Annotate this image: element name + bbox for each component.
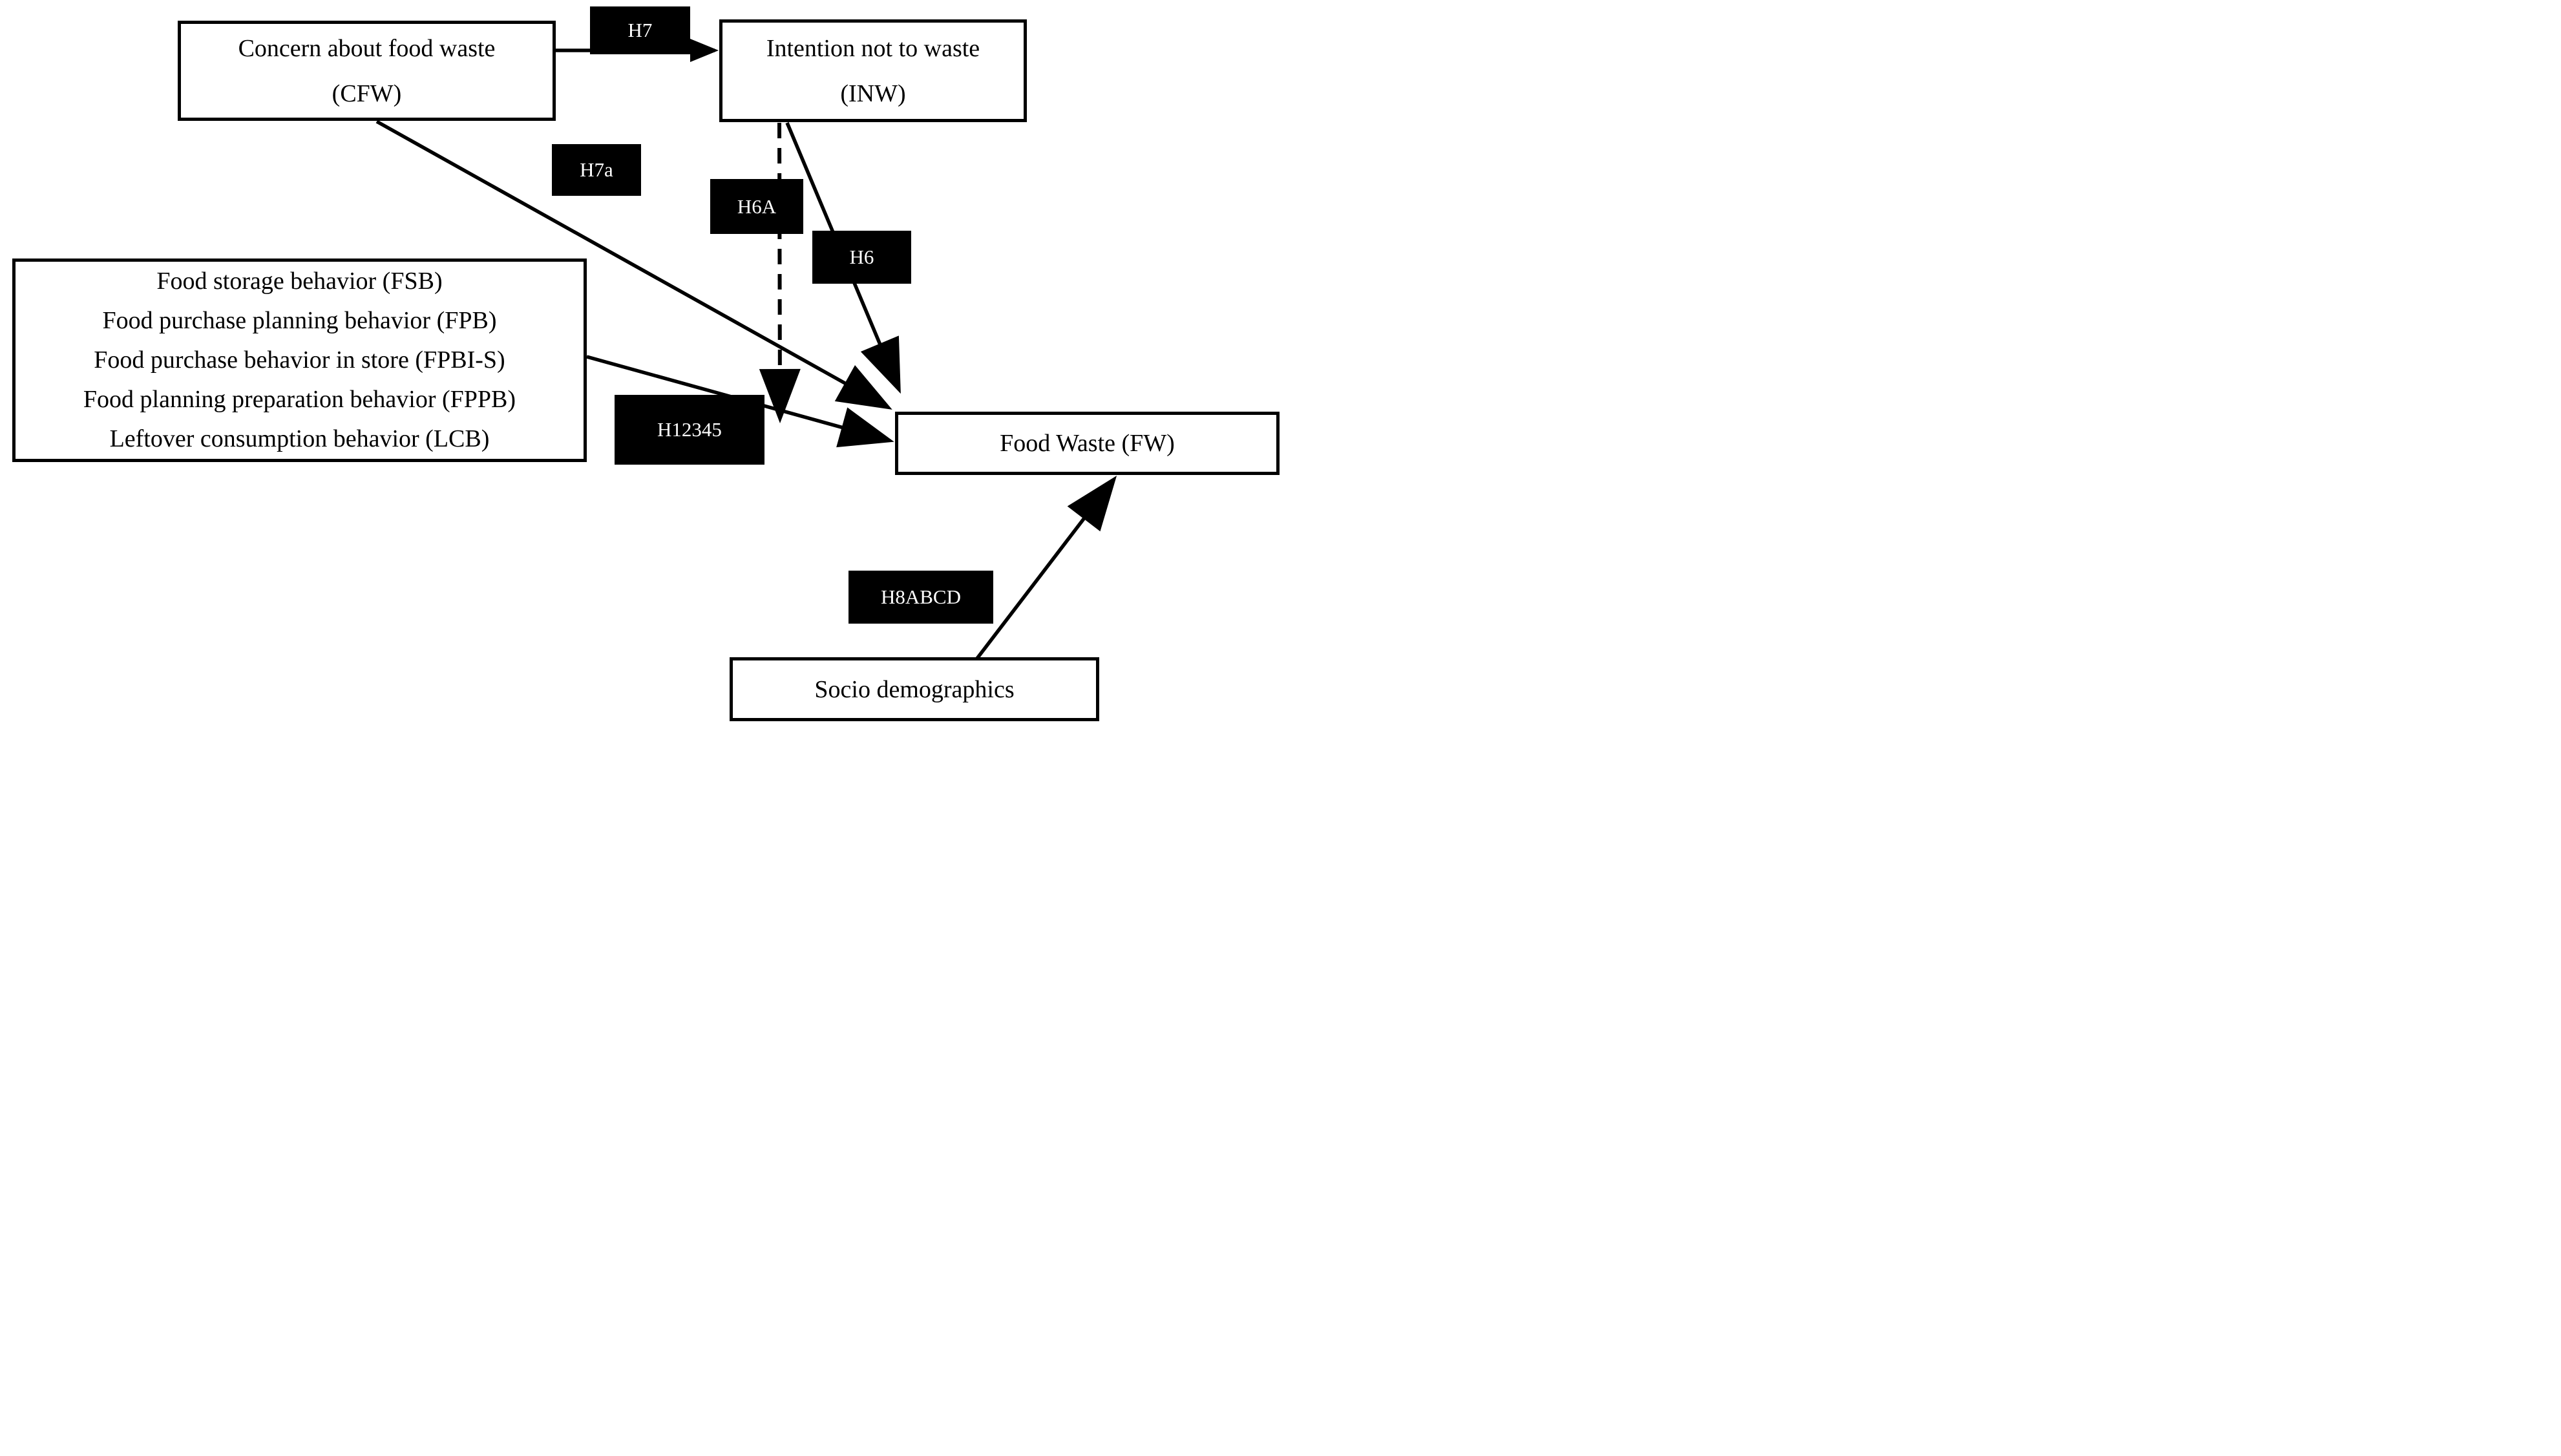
hypothesis-label-h12345: H12345 [615,395,764,465]
node-inw-title: Intention not to waste [766,34,980,62]
hypothesis-label-h7a: H7a [552,144,641,196]
arrow-h7a [375,120,892,410]
node-fw-title: Food Waste (FW) [1000,430,1175,457]
node-concern-about-food-waste: Concern about food waste (CFW) [178,21,556,121]
diagram-canvas: Concern about food waste (CFW) Intention… [0,0,1281,728]
hypothesis-label-h6: H6 [812,231,911,284]
behavior-line-fsb: Food storage behavior (FSB) [156,268,443,295]
behavior-line-fpbis: Food purchase behavior in store (FPBI-S) [94,346,505,374]
hypothesis-label-h7: H7 [590,6,690,54]
arrow-h8abcd [973,476,1117,663]
node-cfw-abbrev: (CFW) [332,79,402,107]
hypothesis-label-h8abcd: H8ABCD [848,571,993,624]
behavior-line-fpb: Food purchase planning behavior (FPB) [102,307,497,334]
behavior-line-lcb: Leftover consumption behavior (LCB) [109,425,490,452]
node-cfw-title: Concern about food waste [238,34,496,62]
node-socio-demographics: Socio demographics [730,657,1099,721]
node-food-behaviors: Food storage behavior (FSB) Food purchas… [12,258,587,462]
node-socio-title: Socio demographics [814,675,1015,703]
node-food-waste: Food Waste (FW) [895,412,1280,475]
node-intention-not-to-waste: Intention not to waste (INW) [719,19,1027,122]
arrow-h6a-dashed [759,122,801,423]
behavior-line-fppb: Food planning preparation behavior (FPPB… [83,386,516,413]
node-inw-abbrev: (INW) [840,79,906,107]
hypothesis-label-h6a: H6A [710,179,803,234]
